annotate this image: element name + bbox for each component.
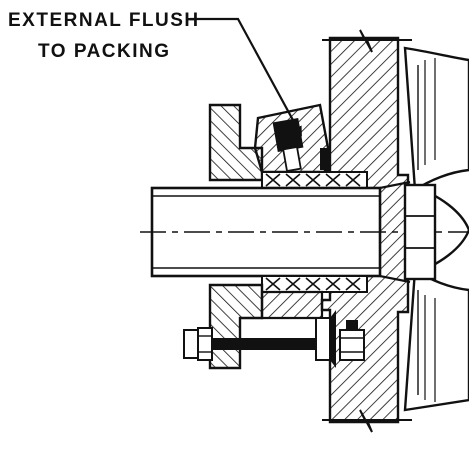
gland-stud-assembly [183,310,365,368]
callout-leader-arrow [190,17,302,137]
impeller-nut [403,183,437,281]
packing-rings-lower [261,275,368,293]
gland-flange-lower [208,283,324,370]
gland-flange-upper [208,103,264,182]
callout-label-line-1: EXTERNAL FLUSH [8,10,200,31]
packing-rings-upper [261,171,368,189]
flush-port-housing [253,103,330,174]
callout-label-line-2: TO PACKING [38,41,171,62]
